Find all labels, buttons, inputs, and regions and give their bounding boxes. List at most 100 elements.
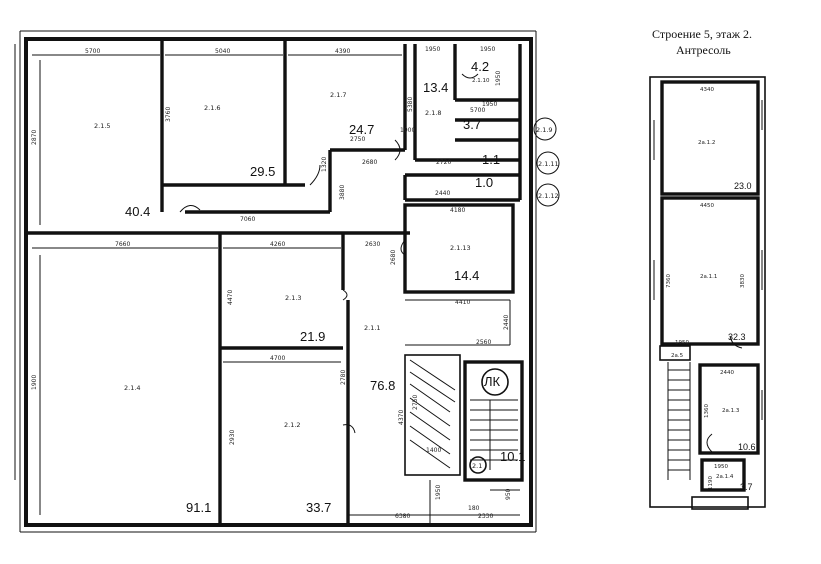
door-swing bbox=[400, 239, 406, 256]
room-area: 4.2 bbox=[471, 59, 489, 74]
room-area: 1.1 bbox=[482, 152, 500, 167]
door-swing bbox=[179, 205, 201, 213]
svg-text:5040: 5040 bbox=[215, 48, 230, 55]
svg-text:180: 180 bbox=[468, 505, 480, 512]
svg-text:2750: 2750 bbox=[350, 136, 365, 143]
door-swing bbox=[342, 424, 356, 434]
stairs-left bbox=[409, 359, 456, 469]
svg-text:2440: 2440 bbox=[720, 370, 734, 376]
svg-text:2930: 2930 bbox=[229, 430, 236, 445]
main-dimensions: 5700 5040 4390 1950 1950 2870 3760 5380 … bbox=[31, 46, 512, 520]
room-area: 21.9 bbox=[300, 329, 325, 344]
svg-text:4260: 4260 bbox=[270, 241, 285, 248]
stair-room: 2.1 bbox=[472, 462, 482, 470]
svg-text:7060: 7060 bbox=[240, 216, 255, 223]
room-area: 3.7 bbox=[740, 482, 753, 492]
svg-text:1950: 1950 bbox=[482, 101, 497, 108]
svg-text:1190: 1190 bbox=[708, 476, 714, 490]
stairs-right bbox=[470, 399, 518, 470]
svg-text:2870: 2870 bbox=[31, 130, 38, 145]
room-label: 2.1.2 bbox=[284, 421, 301, 429]
svg-text:3830: 3830 bbox=[740, 274, 746, 288]
callout-2-1-9: 2.1.9 bbox=[536, 126, 553, 134]
room-label: 2а.1.3 bbox=[722, 408, 740, 414]
door-swing bbox=[461, 73, 479, 79]
stair-circle bbox=[469, 456, 487, 474]
room-label: 2.1.3 bbox=[285, 294, 302, 302]
svg-text:2680: 2680 bbox=[390, 250, 397, 265]
room-area: 10.1 bbox=[500, 449, 525, 464]
room-area: 1.0 bbox=[475, 175, 493, 190]
svg-text:1400: 1400 bbox=[426, 447, 441, 454]
room-area: 32.3 bbox=[728, 332, 746, 342]
svg-text:5380: 5380 bbox=[407, 97, 414, 112]
room-area: 3.7 bbox=[463, 117, 481, 132]
room-area: 33.7 bbox=[306, 500, 331, 515]
svg-text:1900: 1900 bbox=[400, 127, 415, 134]
main-room-labels: 2.1.5 40.4 2.1.6 29.5 2.1.7 24.7 2.1.8 1… bbox=[94, 59, 525, 515]
svg-text:2630: 2630 bbox=[365, 241, 380, 248]
callout-2-1-12: 2.1.12 bbox=[538, 192, 559, 200]
room-area: 13.4 bbox=[423, 80, 448, 95]
door-swing bbox=[706, 433, 713, 453]
plan-title: Строение 5, этаж 2. bbox=[652, 27, 752, 41]
svg-text:1900: 1900 bbox=[31, 375, 38, 390]
room-area: 24.7 bbox=[349, 122, 374, 137]
room-area: 29.5 bbox=[250, 164, 275, 179]
room-area: 10.6 bbox=[738, 442, 756, 452]
room-area: 40.4 bbox=[125, 204, 150, 219]
main-plan bbox=[14, 30, 537, 533]
svg-text:2780: 2780 bbox=[340, 370, 347, 385]
svg-text:2560: 2560 bbox=[476, 339, 491, 346]
svg-text:6380: 6380 bbox=[395, 513, 410, 520]
svg-text:2720: 2720 bbox=[436, 159, 451, 166]
mezzanine-plan: Строение 5, этаж 2. Антресоль bbox=[649, 27, 766, 510]
svg-text:2440: 2440 bbox=[503, 315, 510, 330]
stair-label: ЛК bbox=[484, 374, 501, 389]
svg-text:2750: 2750 bbox=[412, 395, 419, 410]
room-label: 2.1.10 bbox=[472, 78, 490, 84]
svg-text:4450: 4450 bbox=[700, 203, 714, 209]
room-label: 2.1.1 bbox=[364, 324, 381, 332]
svg-text:1950: 1950 bbox=[495, 71, 502, 86]
svg-text:1950: 1950 bbox=[480, 46, 495, 53]
callouts: 2.1.9 2.1.11 2.1.12 bbox=[533, 117, 560, 207]
svg-text:4340: 4340 bbox=[700, 87, 714, 93]
svg-text:1950: 1950 bbox=[675, 340, 689, 346]
svg-text:1320: 1320 bbox=[321, 157, 328, 172]
room-area: 14.4 bbox=[454, 268, 479, 283]
door-swing bbox=[309, 164, 321, 186]
callout-2-1-11: 2.1.11 bbox=[538, 160, 559, 168]
room-label: 2.1.7 bbox=[330, 91, 347, 99]
svg-text:3880: 3880 bbox=[339, 185, 346, 200]
room-label: 2а.5 bbox=[671, 353, 684, 359]
svg-text:2330: 2330 bbox=[478, 513, 493, 520]
mezzanine-labels: 2а.1.2 23.0 2а.1.1 32.3 2а.1.3 10.6 2а.1… bbox=[666, 87, 756, 492]
svg-text:4410: 4410 bbox=[455, 299, 470, 306]
svg-text:1950: 1950 bbox=[714, 464, 728, 470]
room-area: 76.8 bbox=[370, 378, 395, 393]
door-swing bbox=[342, 289, 348, 301]
svg-text:7660: 7660 bbox=[115, 241, 130, 248]
door-swing bbox=[394, 139, 401, 161]
svg-text:1950: 1950 bbox=[425, 46, 440, 53]
svg-text:4390: 4390 bbox=[335, 48, 350, 55]
svg-text:1360: 1360 bbox=[704, 404, 710, 418]
room-label: 2.1.6 bbox=[204, 104, 221, 112]
room-label: 2.1.8 bbox=[425, 109, 442, 117]
room-label: 2.1.5 bbox=[94, 122, 111, 130]
svg-text:2680: 2680 bbox=[362, 159, 377, 166]
svg-text:1950: 1950 bbox=[435, 485, 442, 500]
svg-text:3760: 3760 bbox=[165, 107, 172, 122]
svg-text:4370: 4370 bbox=[398, 410, 405, 425]
room-label: 2.1.13 bbox=[450, 244, 471, 252]
lift-circle bbox=[481, 368, 509, 396]
svg-text:7360: 7360 bbox=[666, 274, 672, 288]
room-label: 2а.1.4 bbox=[716, 474, 734, 480]
svg-text:950: 950 bbox=[505, 488, 512, 500]
plan-subtitle: Антресоль bbox=[676, 43, 731, 57]
door-swing bbox=[729, 335, 743, 349]
room-area: 23.0 bbox=[734, 181, 752, 191]
room-label: 2.1.4 bbox=[124, 384, 141, 392]
